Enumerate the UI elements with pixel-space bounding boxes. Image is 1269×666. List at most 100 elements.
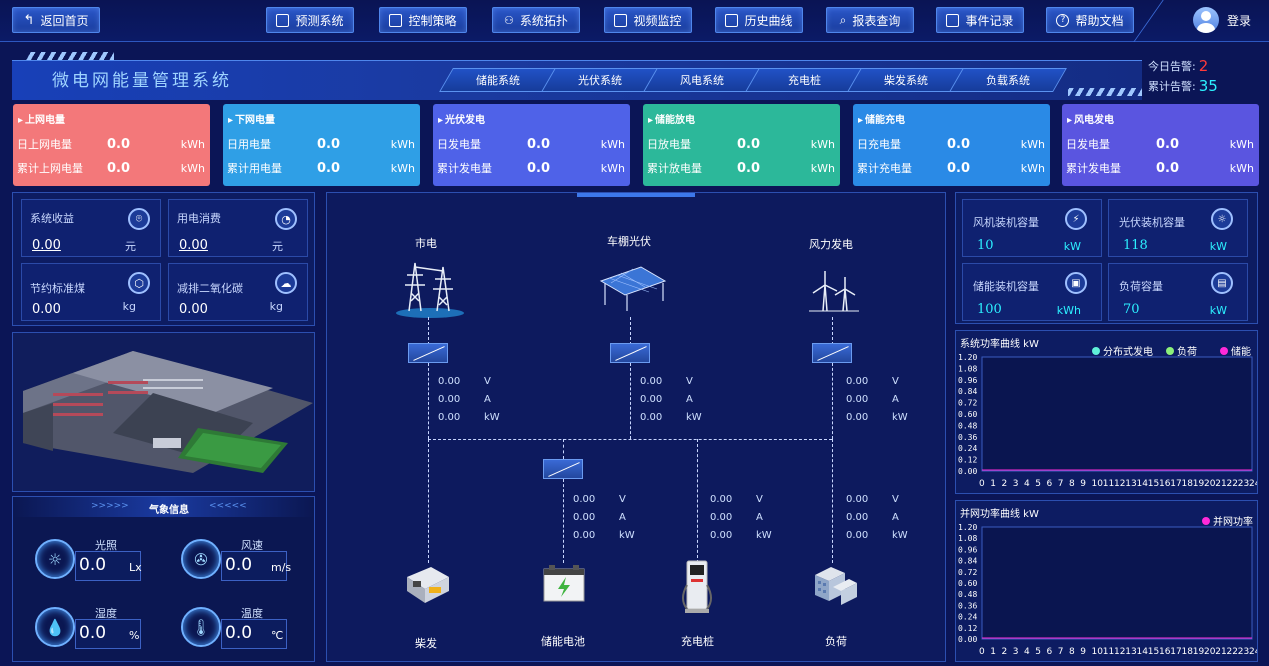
card-title: 下网电量 bbox=[228, 111, 275, 126]
weather-label: 温度 bbox=[241, 607, 263, 620]
node-label-wind: 风力发电 bbox=[809, 238, 853, 251]
y-tick-label: 0.72 bbox=[958, 399, 977, 408]
tab-storage[interactable]: 储能系统 bbox=[439, 68, 557, 92]
x-tick-label: 23 bbox=[1238, 479, 1249, 489]
x-tick-label: 5 bbox=[1035, 479, 1041, 489]
nav-topology-button[interactable]: ⚇系统拓扑 bbox=[492, 7, 580, 33]
legend-dot bbox=[1092, 346, 1100, 355]
home-button[interactable]: ↰ 返回首页 bbox=[12, 7, 100, 33]
x-tick-label: 16 bbox=[1159, 647, 1171, 657]
x-tick-label: 4 bbox=[1024, 647, 1030, 657]
weather-label: 湿度 bbox=[95, 607, 117, 620]
tab-label: 负载系统 bbox=[986, 74, 1030, 87]
nav-label: 事件记录 bbox=[965, 13, 1014, 28]
load-meas-unit: kW bbox=[892, 530, 908, 541]
x-tick-label: 20 bbox=[1204, 647, 1216, 657]
kpi-consumption: 用电消费 ◔ 0.00 元 bbox=[168, 199, 308, 257]
nav-forecast-button[interactable]: 预测系统 bbox=[266, 7, 354, 33]
y-tick-label: 0.60 bbox=[958, 579, 977, 588]
tab-wind[interactable]: 风电系统 bbox=[643, 68, 761, 92]
y-tick-label: 0.48 bbox=[958, 421, 977, 430]
tab-pv[interactable]: 光伏系统 bbox=[541, 68, 659, 92]
x-tick-label: 8 bbox=[1069, 647, 1075, 657]
x-tick-label: 2 bbox=[1002, 647, 1008, 657]
kpi-unit: kg bbox=[122, 300, 136, 313]
kpi-unit: kW bbox=[1209, 304, 1227, 317]
charger-meas-unit: kW bbox=[756, 530, 772, 541]
nav-video-button[interactable]: 视频监控 bbox=[604, 7, 692, 33]
card-row-unit: kWh bbox=[180, 137, 205, 151]
nav-label: 帮助文档 bbox=[1075, 13, 1124, 28]
x-tick-label: 11 bbox=[1103, 647, 1114, 657]
weather-value-box bbox=[75, 619, 141, 649]
nav-control-strategy-button[interactable]: 控制策略 bbox=[379, 7, 467, 33]
x-tick-label: 18 bbox=[1182, 479, 1194, 489]
page-title: 微电网能量管理系统 bbox=[52, 71, 232, 91]
x-tick-label: 3 bbox=[1013, 479, 1019, 489]
wind-meas-value: 0.00 bbox=[846, 394, 869, 405]
home-button-label: 返回首页 bbox=[40, 13, 89, 28]
card-title: 上网电量 bbox=[18, 111, 65, 126]
y-tick-label: 0.12 bbox=[958, 456, 977, 465]
tab-charging[interactable]: 充电桩 bbox=[745, 68, 863, 92]
left-kpi-panel: 系统收益 ⌾ 0.00 元 用电消费 ◔ 0.00 元 节约标准煤 ⬡ 0.00… bbox=[12, 192, 315, 326]
battery-meas-unit: V bbox=[619, 494, 626, 505]
charging-pile-icon bbox=[682, 560, 712, 613]
card-row-value: 0.0 bbox=[527, 136, 551, 152]
today-alarm-count: 2 bbox=[1198, 57, 1209, 75]
card-title: 风电发电 bbox=[1067, 111, 1114, 126]
kpi-unit: kW bbox=[1063, 240, 1081, 253]
divider bbox=[1133, 0, 1164, 42]
building-3d-image bbox=[23, 351, 313, 473]
line bbox=[697, 439, 698, 563]
x-tick-label: 16 bbox=[1159, 479, 1171, 489]
weather-value-box bbox=[221, 551, 287, 581]
x-tick-label: 17 bbox=[1170, 647, 1181, 657]
x-tick-label: 14 bbox=[1137, 647, 1149, 657]
node-label-battery: 储能电池 bbox=[541, 635, 585, 648]
card-row-label: 日发电量 bbox=[437, 138, 481, 151]
x-tick-label: 6 bbox=[1047, 647, 1053, 657]
line bbox=[563, 439, 564, 459]
x-tick-label: 14 bbox=[1137, 479, 1149, 489]
tab-diesel[interactable]: 柴发系统 bbox=[847, 68, 965, 92]
kpi-label: 系统收益 bbox=[30, 212, 74, 225]
card-row-value: 0.0 bbox=[737, 160, 761, 176]
help-icon: ? bbox=[1056, 13, 1070, 27]
nav-history-button[interactable]: 历史曲线 bbox=[715, 7, 803, 33]
line bbox=[630, 363, 631, 439]
line bbox=[563, 479, 564, 563]
nav-report-button[interactable]: ⌕报表查询 bbox=[826, 7, 914, 33]
x-tick-label: 5 bbox=[1035, 647, 1041, 657]
x-tick-label: 10 bbox=[1092, 479, 1104, 489]
y-tick-label: 0.36 bbox=[958, 433, 977, 442]
kpi-value: 0.00 bbox=[32, 302, 61, 317]
weather-value-box bbox=[221, 619, 287, 649]
card-row-value: 0.0 bbox=[1156, 160, 1180, 176]
node-label-grid: 市电 bbox=[415, 237, 437, 250]
card-row-value: 0.0 bbox=[107, 160, 131, 176]
legend-dot bbox=[1202, 516, 1210, 525]
kpi-label: 负荷容量 bbox=[1119, 280, 1163, 293]
line bbox=[832, 363, 833, 439]
system-power-chart: 1.201.080.960.840.720.600.480.360.240.12… bbox=[958, 353, 1257, 489]
login-button[interactable]: 登录 bbox=[1192, 7, 1251, 33]
tab-load[interactable]: 负载系统 bbox=[949, 68, 1067, 92]
x-tick-label: 7 bbox=[1058, 647, 1064, 657]
x-tick-label: 6 bbox=[1047, 479, 1053, 489]
nav-events-button[interactable]: 事件记录 bbox=[936, 7, 1024, 33]
converter-icon bbox=[543, 459, 583, 479]
load-small-icon: ▤ bbox=[1211, 272, 1233, 294]
load-meas-unit: A bbox=[892, 512, 899, 523]
plot-area bbox=[981, 526, 1253, 640]
nav-help-button[interactable]: ? 帮助文档 bbox=[1046, 7, 1134, 33]
charger-meas-unit: V bbox=[756, 494, 763, 505]
nav-label: 控制策略 bbox=[408, 13, 457, 28]
tab-label: 充电桩 bbox=[787, 74, 821, 87]
